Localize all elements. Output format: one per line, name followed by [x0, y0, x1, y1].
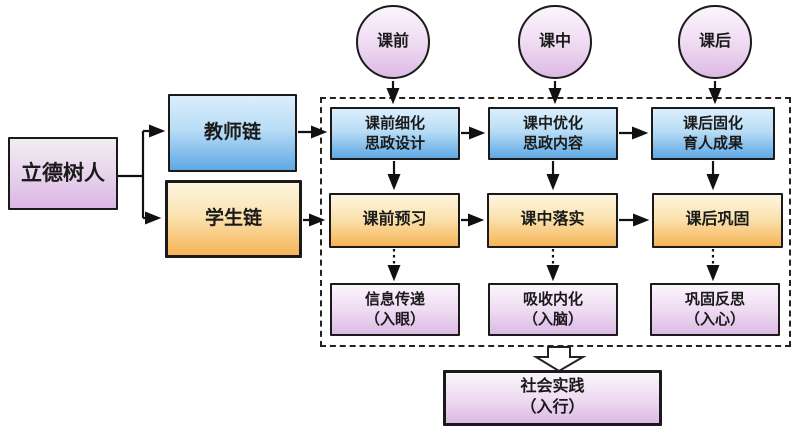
teacher-step-before-line1: 课前细化 [364, 115, 425, 132]
effect-box-during: 吸收内化 （入脑） [488, 283, 618, 336]
teacher-step-during: 课中优化 思政内容 [488, 107, 618, 160]
teacher-step-after-line2: 育人成果 [682, 134, 743, 152]
teacher-step-during-line2: 思政内容 [522, 134, 583, 152]
effect-box-after: 巩固反思 （入心） [650, 283, 780, 336]
student-step-during: 课中落实 [487, 193, 618, 248]
phase-before-label: 课前 [376, 32, 409, 50]
phase-circle-after: 课后 [678, 5, 752, 79]
effect-during-line2: （入脑） [522, 310, 583, 328]
phase-circle-before: 课前 [356, 5, 430, 79]
teacher-step-after-line1: 课后固化 [682, 115, 743, 132]
teacher-step-before-line2: 思政设计 [364, 134, 425, 152]
root-goal-box: 立德树人 [8, 137, 118, 210]
student-step-during-label: 课中落实 [520, 211, 585, 229]
practice-line2: （入行） [520, 399, 585, 416]
student-step-after-label: 课后巩固 [685, 211, 750, 229]
phase-after-label: 课后 [698, 32, 731, 50]
student-step-before: 课前预习 [329, 193, 460, 248]
effect-box-before: 信息传递 （入眼） [330, 283, 460, 336]
block-down-arrow [532, 346, 587, 373]
student-chain-label: 学生链 [204, 207, 262, 229]
practice-line1: 社会实践 [520, 378, 585, 396]
teacher-chain-label: 教师链 [203, 121, 261, 143]
effect-before-line2: （入眼） [364, 310, 425, 328]
student-step-before-label: 课前预习 [362, 211, 427, 229]
effect-before-line1: 信息传递 [364, 291, 425, 308]
effect-after-line1: 巩固反思 [684, 291, 745, 308]
teacher-step-before: 课前细化 思政设计 [330, 107, 460, 160]
student-step-after: 课后巩固 [652, 193, 783, 248]
student-chain-box: 学生链 [165, 180, 302, 258]
root-branch-line [118, 131, 145, 218]
teacher-chain-box: 教师链 [168, 94, 297, 172]
practice-box: 社会实践 （入行） [443, 370, 662, 426]
phase-during-label: 课中 [538, 32, 571, 50]
effect-during-line1: 吸收内化 [522, 291, 583, 308]
phase-circle-during: 课中 [518, 5, 592, 79]
root-goal-label: 立德树人 [21, 161, 105, 185]
teacher-step-after: 课后固化 育人成果 [651, 107, 775, 160]
effect-after-line2: （入心） [684, 310, 745, 328]
teacher-step-during-line1: 课中优化 [522, 115, 583, 132]
